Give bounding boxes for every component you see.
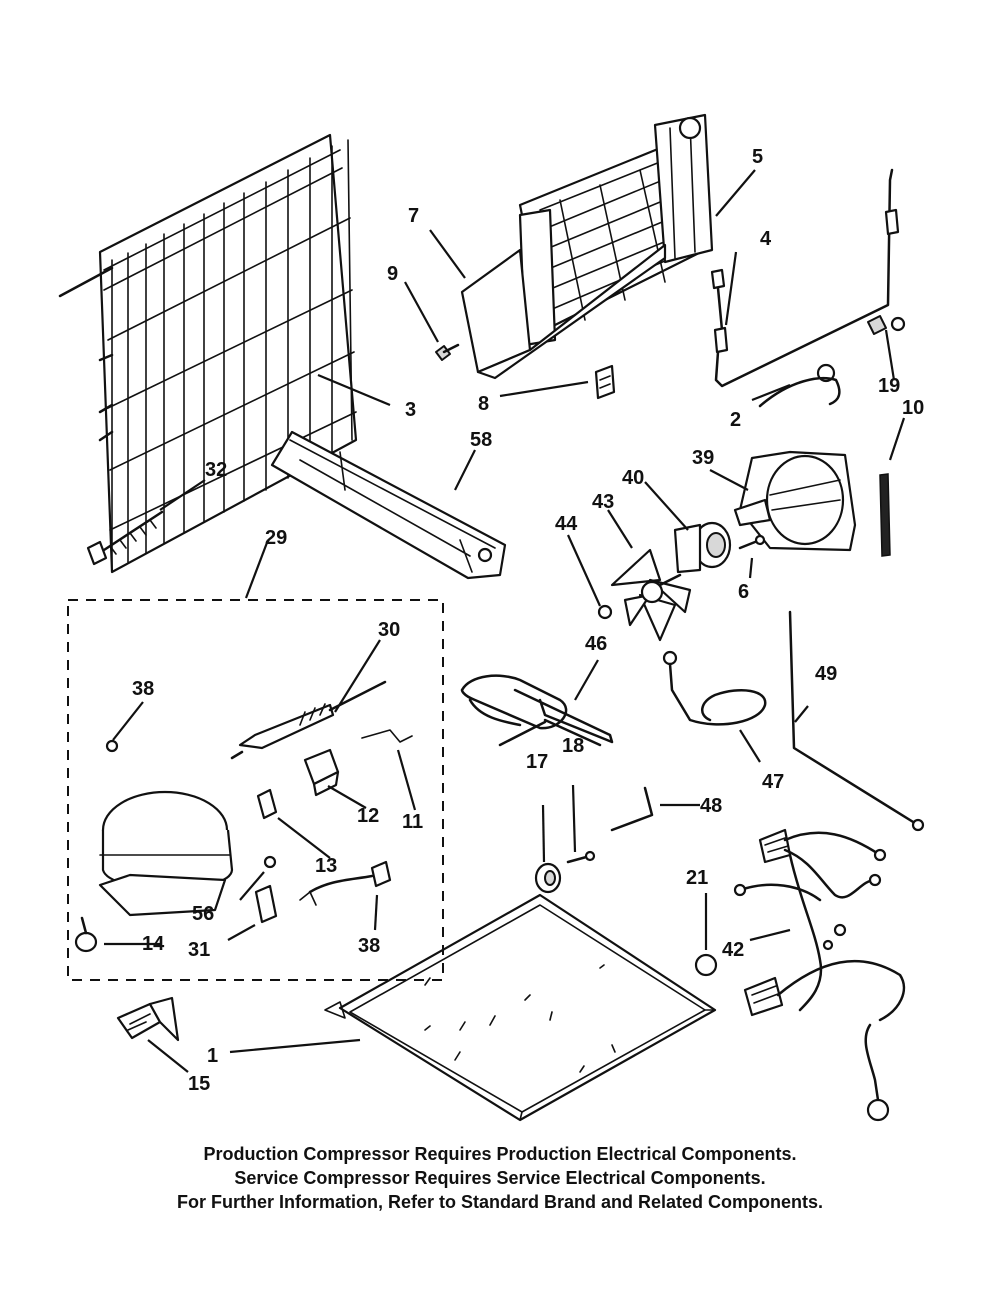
drain-trough-58 [270,430,507,580]
wiring-harness-42 [733,828,906,1122]
screw-19 [867,315,906,335]
clip-11 [361,729,413,743]
nut-44 [597,604,613,620]
tube-46 [460,674,614,747]
tube-49 [788,610,925,832]
tube-47 [662,650,767,726]
callout-12: 12 [357,805,379,827]
callout-18: 18 [562,735,584,757]
callout-11: 11 [402,811,423,833]
note-line-1: Production Compressor Requires Productio… [203,1144,797,1164]
fan-blade-43 [610,548,692,642]
grommet-21 [694,953,718,977]
callout-47: 47 [762,771,784,793]
note-line-3: For Further Information, Refer to Standa… [176,1192,824,1212]
callout-38: 38 [358,935,380,957]
footer-notes: Production Compressor Requires Productio… [0,1142,1000,1214]
clip-8 [594,364,616,400]
callout-10: 10 [902,397,924,419]
compressor-kit-boundary [67,599,444,981]
part-30 [86,510,164,566]
defrost-thermostat-wire [710,168,900,388]
relay-12 [303,748,340,797]
callout-39: 39 [692,447,714,469]
callout-43: 43 [592,491,614,513]
leader-lines [104,169,906,1073]
grommet-17 [534,862,562,894]
callout-5: 5 [752,146,763,168]
note-line-2: Service Compressor Requires Service Elec… [234,1168,766,1188]
screw-31 [105,739,119,753]
clip-15 [116,996,180,1042]
callout-30: 32 [205,459,227,481]
callout-56: 56 [192,903,214,925]
cord-38 [299,860,392,906]
fan-motor-40 [673,521,732,574]
callout-46: 46 [585,633,607,655]
callout-58: 58 [470,429,492,451]
callout-13: 13 [315,855,337,877]
callout-40: 40 [622,467,644,489]
screw-18 [566,850,596,864]
callout-44: 44 [555,513,578,535]
compressor-body [98,790,234,917]
callout-3: 3 [405,399,416,421]
callout-2: 2 [730,409,741,431]
callout-19: 19 [878,375,900,397]
condenser-coil [58,133,358,574]
fan-shroud-39 [733,450,857,552]
callout-9: 9 [387,263,398,285]
capacitor-32 [254,884,278,924]
overload-13 [256,788,278,820]
callout-31: 38 [132,678,154,700]
filter-drier-29 [230,680,387,760]
callout-6: 6 [738,581,749,603]
screw-9 [435,343,460,361]
callout-17: 17 [526,751,548,773]
strip-10 [879,473,891,557]
callout-49: 49 [815,663,837,685]
sensor-2 [758,363,841,408]
callout-21: 21 [686,867,708,889]
callout-8: 8 [478,393,489,415]
callout-29: 30 [378,619,400,641]
callout-1: 1 [207,1045,218,1067]
evaporator-assembly [460,113,714,380]
screw-6 [738,534,766,550]
callout-labels: 5 7 9 4 19 10 2 8 3 58 32 39 40 43 44 6 … [132,146,924,1095]
bracket-48 [610,786,654,832]
grommet-14 [74,916,98,953]
base-plate-1 [324,893,717,1122]
callout-4: 4 [760,228,772,250]
callout-48: 48 [700,795,722,817]
callout-7: 7 [408,205,419,227]
screw-56 [263,855,277,869]
callout-28: 29 [265,527,287,549]
callout-15: 15 [188,1073,210,1095]
callout-32: 31 [188,939,210,961]
callout-42: 42 [722,939,744,961]
callout-14: 14 [142,933,165,955]
